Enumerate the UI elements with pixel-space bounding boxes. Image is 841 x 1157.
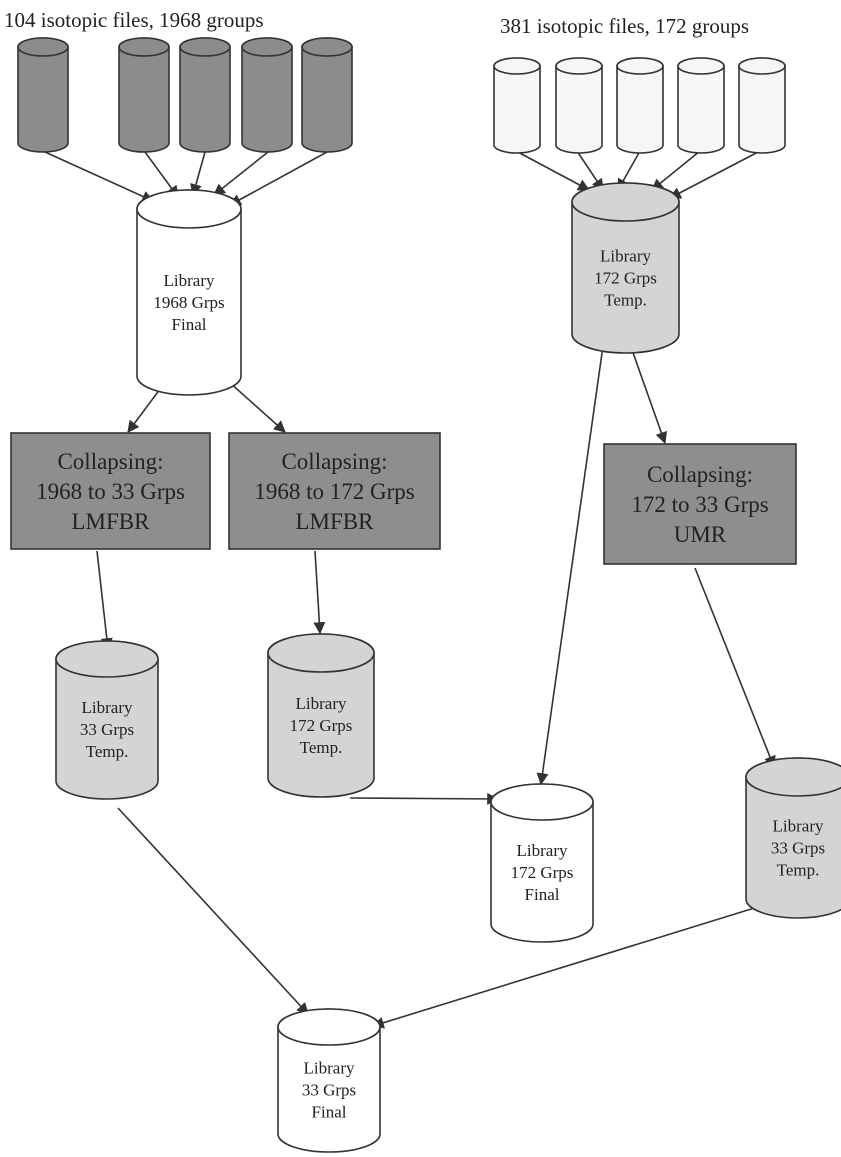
process-collapse-1968-172-label-3: LMFBR (296, 509, 375, 534)
library-172-temp-top-label-3: Temp. (604, 291, 647, 310)
arrow-file-dark-5 (228, 151, 328, 206)
library-172-temp-mid-label-2: 172 Grps (290, 716, 353, 735)
source-file-light-4 (677, 57, 725, 154)
source-file-dark-1 (17, 37, 69, 153)
library-172-final-label-1: Library (517, 841, 568, 860)
library-33-temp-right-label-1: Library (773, 817, 824, 836)
arrow-file-dark-4 (213, 151, 269, 196)
arrow-collapse-172-to-lib (313, 550, 326, 635)
library-33-final-label-2: 33 Grps (302, 1081, 356, 1100)
source-file-light-5 (738, 57, 786, 154)
library-172-final-label-2: 172 Grps (511, 863, 574, 882)
library-33-temp-right-label-3: Temp. (777, 861, 820, 880)
arrow-file-dark-3 (190, 151, 206, 197)
arrow-file-light-2 (576, 150, 604, 191)
library-1968-final-label-2: 1968 Grps (153, 293, 224, 312)
process-collapse-1968-172-label-2: 1968 to 172 Grps (254, 479, 414, 504)
arrow-172mid-to-172final (349, 792, 500, 805)
process-collapse-172-33-label-2: 172 to 33 Grps (631, 492, 768, 517)
source-file-light-1 (493, 57, 541, 154)
library-33-final-label-3: Final (312, 1103, 347, 1122)
library-33-temp-left-label-2: 33 Grps (80, 720, 134, 739)
source-file-dark-2 (118, 37, 170, 153)
arrow-collapse-172-33-to-lib (694, 567, 776, 769)
process-collapse-172-33-label-3: UMR (674, 522, 727, 547)
process-collapse-1968-33-label-3: LMFBR (72, 509, 151, 534)
arrow-file-light-4 (651, 150, 701, 191)
library-33-temp-left-label-1: Library (82, 698, 133, 717)
process-collapse-1968-172-label-1: Collapsing: (281, 449, 387, 474)
arrow-collapse-33-to-lib (96, 550, 113, 651)
arrow-172temp-to-172final (536, 345, 604, 786)
library-33-temp-left-label-3: Temp. (86, 742, 129, 761)
arrow-33tempR-to-33final (371, 891, 807, 1029)
library-172-temp-top-label-1: Library (600, 247, 651, 266)
source-file-light-3 (616, 57, 664, 154)
library-1968-final-label-3: Final (172, 315, 207, 334)
right-header: 381 isotopic files, 172 groups (500, 14, 750, 38)
arrow-file-dark-2 (144, 151, 179, 198)
library-172-final-label-3: Final (525, 885, 560, 904)
library-172-temp-mid-label-3: Temp. (300, 738, 343, 757)
source-file-light-2 (555, 57, 603, 154)
library-172-temp-top-label-2: 172 Grps (594, 269, 657, 288)
library-172-temp-mid-label-1: Library (296, 694, 347, 713)
arrow-file-dark-1 (44, 151, 155, 203)
arrow-file-light-5 (668, 150, 761, 199)
source-file-dark-5 (301, 37, 353, 153)
arrow-33tempL-to-33final (117, 807, 309, 1015)
arrow-file-light-1 (515, 150, 591, 191)
process-collapse-172-33-label-1: Collapsing: (647, 462, 753, 487)
library-33-final-label-1: Library (304, 1059, 355, 1078)
process-collapse-1968-33-label-1: Collapsing: (57, 449, 163, 474)
source-file-dark-4 (241, 37, 293, 153)
process-collapse-1968-33-label-2: 1968 to 33 Grps (36, 479, 185, 504)
library-1968-final-label-1: Library (164, 271, 215, 290)
library-33-temp-right-label-2: 33 Grps (771, 839, 825, 858)
left-header: 104 isotopic files, 1968 groups (4, 8, 264, 32)
source-file-dark-3 (179, 37, 231, 153)
arrow-172temp-to-collapse (630, 346, 668, 445)
